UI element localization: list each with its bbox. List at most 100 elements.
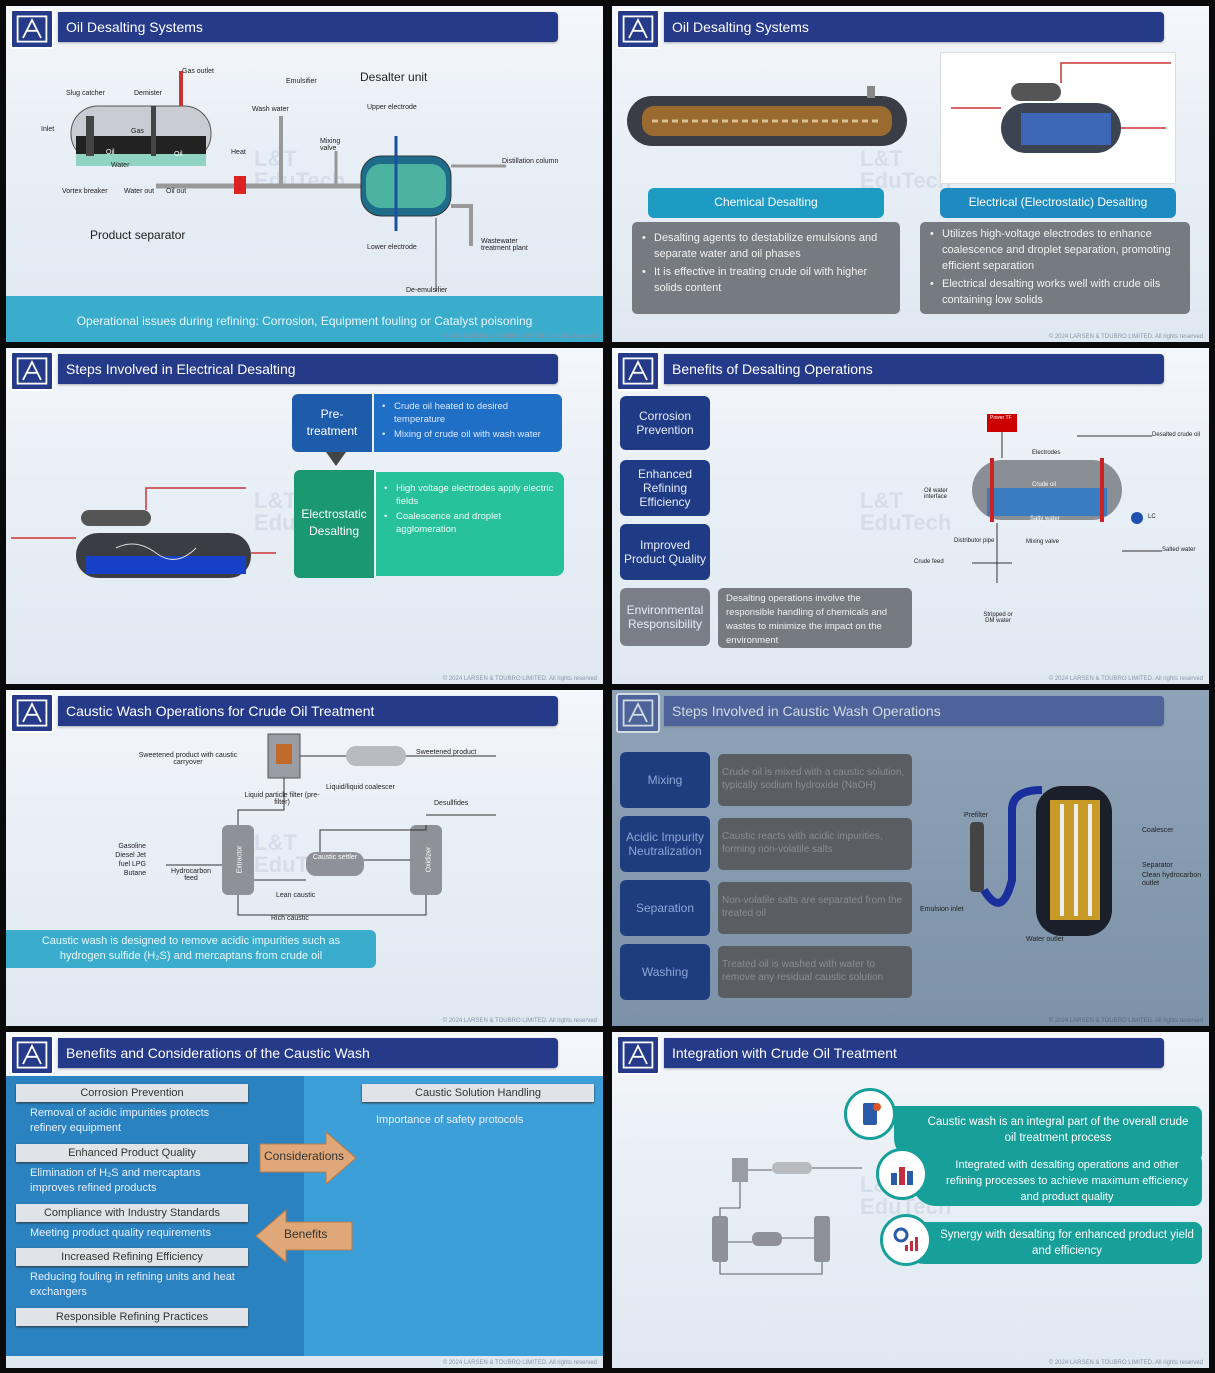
chemical-desalter-image [627,86,907,146]
label-distributor: Distributor pipe [954,538,995,544]
label-lower-electrode: Lower electrode [367,244,417,251]
point: Desalting agents to destabilize emulsion… [642,230,890,262]
label-emulsion: Emulsion inlet [920,906,964,913]
label-mixing-valve: Mixing valve [320,138,341,152]
label-wastewater: Wastewater treatment plant [481,238,528,252]
slide-title: Benefits and Considerations of the Caust… [58,1038,558,1068]
label-oil-out: Oil out [166,188,187,195]
slide-caustic-wash-steps: Steps Involved in Caustic Wash Operation… [612,690,1209,1026]
benefits-arrow: Benefits [254,1208,356,1264]
step-neutralization-text: Caustic reacts with acidic impurities, f… [718,818,912,870]
label-extractor: Extractor [236,845,244,874]
label-filter: Liquid particle filter (pre-filter) [244,792,320,806]
consideration-text: Importance of safety protocols [376,1114,524,1126]
label-sweetened: Sweetened product [416,749,477,756]
step-separation-text: Non-volatile salts are separated from th… [718,882,912,934]
copyright: © 2024 LARSEN & TOUBRO LIMITED. All righ… [442,1360,597,1366]
lnt-logo [616,693,660,733]
lnt-logo [10,693,54,733]
label-crude-oil: Crude oil [1032,482,1057,488]
label-power: Power TF [990,415,1012,421]
label-product-separator: Product separator [90,228,186,242]
label-electrodes: Electrodes [1032,450,1061,456]
benefit-head: Enhanced Product Quality [16,1144,248,1162]
copyright: © 2024 LARSEN & TOUBRO LIMITED. All righ… [1048,1018,1203,1024]
electrical-desalter-image [940,52,1176,184]
point: Electrical desalting works well with cru… [930,276,1180,308]
label-salty-water: Salty water [1030,516,1060,522]
benefit-text: Reducing fouling in refining units and h… [30,1271,235,1298]
point: High voltage electrodes apply electric f… [384,482,556,508]
label-distillation-column: Distillation column [502,158,559,165]
chemical-desalting-label: Chemical Desalting [648,188,884,218]
environmental-note: Desalting operations involve the respons… [718,588,912,648]
step-washing: Washing [620,944,710,1000]
left-benefits-list: Corrosion Prevention Removal of acidic i… [16,1084,248,1326]
considerations-arrow: Considerations [256,1130,358,1186]
desalter-vessel-diagram [972,414,1162,583]
label-clean: Clean hydrocarbon outlet [1142,872,1202,887]
electrostatic-step: Electrostatic Desalting [294,470,374,578]
point: It is effective in treating crude oil wi… [642,264,890,296]
footer-banner: Operational issues during refining: Corr… [6,296,603,342]
label-desulfides: Desullfides [434,800,469,807]
desalting-diagram [70,71,506,291]
benefit-text: Removal of acidic impurities protects re… [30,1107,210,1134]
footer-banner: Caustic wash is designed to remove acidi… [6,930,376,968]
consideration-head: Caustic Solution Handling [362,1084,594,1102]
lnt-logo [10,1035,54,1075]
label-prefilter: Prefilter [964,812,989,819]
label-gas-outlet: Gas outlet [182,68,214,75]
label-interface: Oil water interface [924,488,948,500]
chemical-points: Desalting agents to destabilize emulsion… [632,222,900,314]
label-mixing: Mixing valve [1026,539,1060,545]
step-mixing: Mixing [620,752,710,808]
lnt-logo [616,351,660,391]
integration-item: Synergy with desalting for enhanced prod… [904,1222,1202,1264]
electrical-points: Utilizes high-voltage electrodes to enha… [920,222,1190,314]
slide-integration-crude-treatment: Integration with Crude Oil Treatment L&T… [612,1032,1209,1368]
benefit-environmental: Environmental Responsibility [620,588,710,646]
label-oxidizer: Oxidizer [425,846,433,873]
slide-title: Oil Desalting Systems [58,12,558,42]
label-salted-water: Salted water [1162,547,1196,553]
copyright: © 2024 LARSEN & TOUBRO LIMITED. All righ… [1048,334,1203,340]
label-demister: Demister [134,90,163,97]
point: Coalescence and droplet agglomeration [384,510,556,536]
electrostatic-desalter-diagram [11,487,276,578]
pretreatment-points: Crude oil heated to desired temperatureM… [374,394,562,452]
integration-item: Integrated with desalting operations and… [912,1154,1202,1206]
label-coalescer: Liquid/liquid coalescer [326,784,395,791]
pretreatment-step: Pre-treatment [292,394,372,452]
label-oil: Oil [174,151,183,158]
gear-chart-icon [880,1214,932,1266]
slide-caustic-benefits-considerations: Benefits and Considerations of the Caust… [6,1032,603,1368]
integration-item: Caustic wash is an integral part of the … [894,1106,1202,1162]
label-desalted: Desalted crude oil [1152,432,1201,438]
step-washing-text: Treated oil is washed with water to remo… [718,946,912,998]
label-lean: Lean caustic [276,892,316,899]
benefit-head: Corrosion Prevention [16,1084,248,1102]
label-inlet: Inlet [41,126,55,133]
coalescer-separator-diagram [970,786,1112,936]
label-slug-catcher: Slug catcher [66,90,105,97]
label-coalescer: Coalescer [1142,827,1174,834]
copyright: © 2024 LARSEN & TOUBRO LIMITED. All righ… [442,676,597,682]
electrical-desalting-label: Electrical (Electrostatic) Desalting [940,188,1176,218]
electrostatic-points: High voltage electrodes apply electric f… [376,472,564,576]
label-stripped: Stripped or DM water [983,612,1013,624]
label-lc: LC [1148,514,1156,520]
lnt-logo [616,9,660,49]
lnt-logo [10,351,54,391]
label-rich: Rich caustic [271,915,309,922]
label-settler: Caustic settler [312,854,358,861]
caustic-wash-mini-diagram [712,1158,862,1275]
label-emulsifier: Emulsifier [286,78,317,85]
benefit-head: Compliance with Industry Standards [16,1204,248,1222]
label-oil: Oil [106,149,115,156]
benefit-head: Increased Refining Efficiency [16,1248,248,1266]
